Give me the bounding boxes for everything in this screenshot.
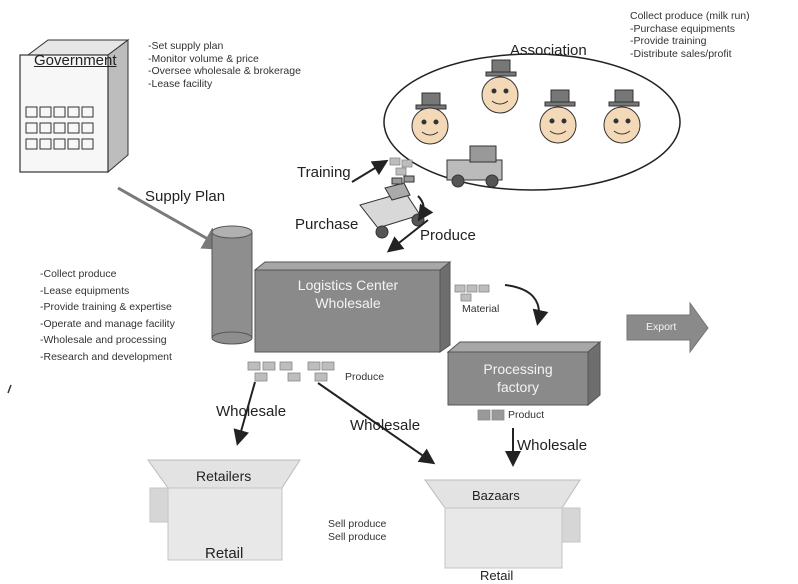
supply-plan-label: Supply Plan: [145, 188, 226, 205]
center-duty: -Research and development: [40, 350, 172, 363]
center-duty: -Provide training & expertise: [40, 301, 172, 313]
center-duties: -Collect produce -Lease equipments -Prov…: [40, 268, 175, 367]
product-label: Product: [508, 409, 545, 421]
bazaars-notes: Sell produce Sell produce: [328, 518, 386, 543]
retailers-box: [147, 459, 301, 561]
farmer-faces-icon: [411, 59, 641, 145]
bazaars-note: Sell produce: [328, 518, 387, 530]
processing-title: Processing: [483, 361, 553, 377]
government-duties: -Set supply plan -Monitor volume & price…: [148, 40, 301, 90]
logistics-center-title: Logistics Center: [297, 277, 399, 293]
government-building-icon: [19, 39, 130, 174]
wholesale-left-label: Wholesale: [216, 403, 287, 420]
produce-arrow: [386, 219, 429, 253]
processing-factory-box: [446, 340, 602, 407]
training-arrow: [351, 159, 389, 183]
association-truck-icon: [446, 145, 503, 188]
produce-truck-icon: [359, 175, 425, 239]
government-duty: -Monitor volume & price: [148, 52, 259, 65]
produce-mid-label: Produce: [345, 371, 385, 383]
retailers-retail-label: Retail: [205, 545, 244, 562]
wholesale-right-label: Wholesale: [517, 437, 588, 454]
government-duty: -Lease facility: [148, 77, 213, 90]
logistics-center-box: [253, 260, 452, 353]
retailers-label: Retailers: [196, 468, 252, 484]
wholesale-mid-label: Wholesale: [350, 417, 421, 434]
bazaars-label: Bazaars: [472, 488, 520, 503]
association-duty: Collect produce (milk run): [630, 10, 750, 22]
government-duty: -Oversee wholesale & brokerage: [148, 65, 301, 77]
association-duty: -Purchase equipments: [630, 22, 736, 35]
center-duty: -Operate and manage facility: [40, 317, 175, 330]
logistics-silo-icon: [211, 225, 253, 345]
purchase-label: Purchase: [295, 216, 359, 233]
produce-label: Produce: [420, 227, 476, 244]
center-duty: -Lease equipments: [40, 284, 130, 297]
association-label: Association: [510, 42, 587, 59]
association-ellipse: [383, 53, 681, 191]
training-label: Training: [297, 164, 351, 181]
bazaars-note: Sell produce: [328, 530, 387, 543]
purchase-arrow: [417, 195, 434, 222]
association-duty: -Distribute sales/profit: [630, 47, 732, 60]
wholesale-mid-arrow: [317, 382, 436, 465]
logistics-center-label: Logistics Center Wholesale: [258, 276, 438, 312]
association-duties: Collect produce (milk run) -Purchase equ…: [630, 10, 750, 60]
produce-crates-icon: [247, 157, 505, 421]
government-label: Government: [34, 52, 117, 69]
wholesale-left-arrow: [233, 381, 256, 446]
export-label: Export: [646, 321, 677, 333]
logistics-center-subtitle: Wholesale: [315, 295, 381, 311]
center-duty: -Wholesale and processing: [40, 334, 167, 346]
material-label: Material: [462, 303, 500, 315]
processing-factory-label: Processing factory: [450, 360, 586, 396]
processing-subtitle: factory: [496, 379, 539, 395]
government-duty: -Set supply plan: [148, 40, 224, 52]
material-arrow: [504, 284, 549, 326]
bazaars-box: [424, 479, 581, 569]
center-duty: -Collect produce: [40, 268, 117, 280]
supply-plan-arrow: [117, 186, 228, 250]
export-arrow: [626, 301, 709, 354]
association-duty: -Provide training: [630, 35, 707, 47]
bazaars-retail-label: Retail: [480, 568, 514, 583]
